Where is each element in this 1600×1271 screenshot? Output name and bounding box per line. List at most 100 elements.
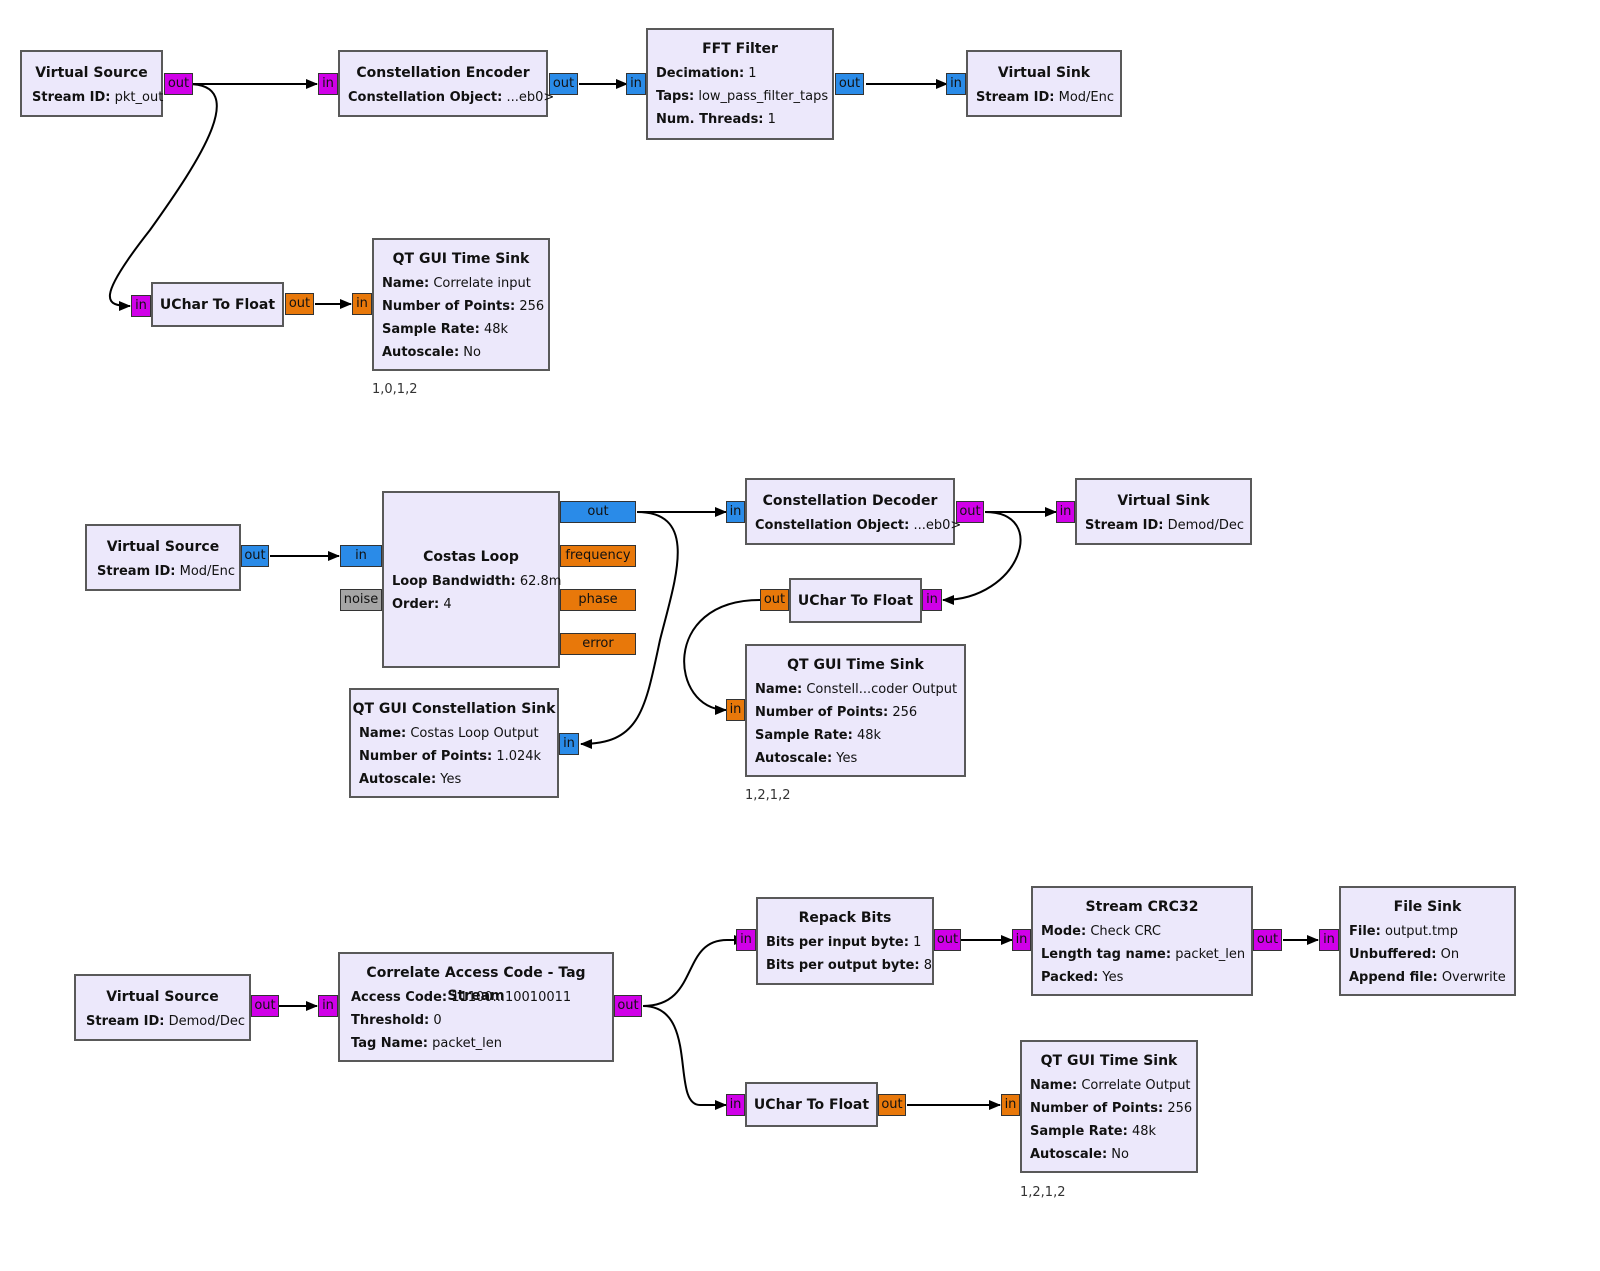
port-frequency[interactable]: frequency bbox=[560, 545, 636, 567]
wire-uchar2-qtts2[interactable] bbox=[683, 599, 761, 715]
port-out[interactable]: out bbox=[549, 73, 578, 95]
port-noise[interactable]: noise bbox=[340, 589, 382, 611]
gui-grid-position-label: 1,2,1,2 bbox=[745, 788, 791, 803]
port-in[interactable]: in bbox=[559, 733, 579, 755]
param-sample-rate: Sample Rate: 48k bbox=[1030, 1124, 1157, 1139]
param-access-code: Access Code: 11100...10010011 bbox=[351, 990, 572, 1005]
port-out[interactable]: out bbox=[164, 73, 193, 95]
param-name: Name: Correlate input bbox=[382, 276, 531, 291]
block-title: Virtual Sink bbox=[997, 65, 1091, 81]
port-in[interactable]: in bbox=[946, 73, 966, 95]
port-in[interactable]: in bbox=[726, 501, 745, 523]
port-out[interactable]: out bbox=[251, 995, 279, 1017]
block-qt-gui-time-sink-2[interactable]: QT GUI Time Sink Name: Constell...coder … bbox=[745, 644, 966, 777]
block-title: Virtual Source bbox=[35, 65, 148, 81]
wire-costas-qtcs[interactable] bbox=[580, 511, 679, 749]
port-in[interactable]: in bbox=[318, 995, 338, 1017]
port-in[interactable]: in bbox=[1001, 1094, 1020, 1116]
param-name: Name: Costas Loop Output bbox=[359, 726, 539, 741]
block-constellation-decoder[interactable]: Constellation Decoder Constellation Obje… bbox=[745, 478, 961, 545]
port-out[interactable]: out bbox=[560, 501, 636, 523]
param-threshold: Threshold: 0 bbox=[351, 1013, 442, 1028]
port-in[interactable]: in bbox=[352, 293, 372, 315]
port-out[interactable]: out bbox=[285, 293, 314, 315]
block-correlate-access-code[interactable]: Correlate Access Code - Tag Stream Acces… bbox=[338, 952, 614, 1062]
block-qt-gui-time-sink-1[interactable]: QT GUI Time Sink Name: Correlate input N… bbox=[372, 238, 550, 371]
port-out[interactable]: out bbox=[934, 929, 961, 951]
block-costas-loop[interactable]: Costas Loop Loop Bandwidth: 62.8m Order:… bbox=[382, 491, 562, 668]
block-constellation-encoder[interactable]: Constellation Encoder Constellation Obje… bbox=[338, 50, 555, 117]
block-virtual-source-demod-dec[interactable]: Virtual Source Stream ID: Demod/Dec bbox=[74, 974, 251, 1041]
param-stream-id: Stream ID: Demod/Dec bbox=[1085, 518, 1245, 533]
block-uchar-to-float-1[interactable]: UChar To Float bbox=[151, 282, 284, 327]
block-title: Constellation Decoder bbox=[762, 493, 938, 509]
block-title: QT GUI Constellation Sink bbox=[352, 701, 556, 717]
port-in[interactable]: in bbox=[626, 73, 646, 95]
port-in[interactable]: in bbox=[736, 929, 756, 951]
wire-cdec-uchar2[interactable] bbox=[942, 511, 1022, 605]
block-title: Virtual Source bbox=[106, 989, 219, 1005]
param-taps: Taps: low_pass_filter_taps bbox=[656, 89, 829, 104]
param-mode: Mode: Check CRC bbox=[1041, 924, 1162, 939]
block-title: Virtual Source bbox=[106, 539, 220, 555]
port-error[interactable]: error bbox=[560, 633, 636, 655]
param-number-of-points: Number of Points: 256 bbox=[1030, 1101, 1193, 1116]
wire-cac-repack[interactable] bbox=[642, 935, 746, 1007]
block-title: Virtual Sink bbox=[1117, 493, 1210, 509]
param-stream-id: Stream ID: Mod/Enc bbox=[976, 90, 1115, 105]
param-constellation-object: Constellation Object: ...eb0> bbox=[348, 90, 555, 105]
block-stream-crc32[interactable]: Stream CRC32 Mode: Check CRC Length tag … bbox=[1031, 886, 1253, 996]
block-virtual-sink-mod-enc[interactable]: Virtual Sink Stream ID: Mod/Enc bbox=[966, 50, 1122, 117]
port-in[interactable]: in bbox=[726, 699, 745, 721]
port-in[interactable]: in bbox=[318, 73, 338, 95]
block-virtual-source-pkt-out[interactable]: Virtual Source Stream ID: pkt_out bbox=[20, 50, 163, 117]
block-title: File Sink bbox=[1393, 899, 1462, 915]
block-file-sink[interactable]: File Sink File: output.tmp Unbuffered: O… bbox=[1339, 886, 1516, 996]
block-virtual-source-mod-enc[interactable]: Virtual Source Stream ID: Mod/Enc bbox=[85, 524, 241, 591]
param-unbuffered: Unbuffered: On bbox=[1349, 947, 1460, 962]
param-bits-per-input-byte: Bits per input byte: 1 bbox=[766, 935, 922, 950]
block-title: FFT Filter bbox=[702, 41, 778, 57]
param-autoscale: Autoscale: Yes bbox=[359, 772, 462, 787]
param-length-tag-name: Length tag name: packet_len bbox=[1041, 947, 1246, 962]
wire-cac-uchar3[interactable] bbox=[642, 1005, 727, 1110]
block-qt-gui-time-sink-3[interactable]: QT GUI Time Sink Name: Correlate Output … bbox=[1020, 1040, 1198, 1173]
block-virtual-sink-demod-dec[interactable]: Virtual Sink Stream ID: Demod/Dec bbox=[1075, 478, 1252, 545]
port-in[interactable]: in bbox=[131, 295, 151, 317]
port-out[interactable]: out bbox=[241, 545, 269, 567]
port-out[interactable]: out bbox=[1253, 929, 1282, 951]
wire-vsrc1-uchar1[interactable] bbox=[109, 83, 218, 311]
param-autoscale: Autoscale: Yes bbox=[755, 751, 858, 766]
port-in[interactable]: in bbox=[1056, 501, 1075, 523]
block-title: Repack Bits bbox=[798, 910, 892, 926]
block-title: Constellation Encoder bbox=[356, 65, 530, 81]
block-uchar-to-float-3[interactable]: UChar To Float bbox=[745, 1082, 878, 1127]
port-out[interactable]: out bbox=[760, 589, 789, 611]
param-append-file: Append file: Overwrite bbox=[1349, 970, 1506, 985]
port-out[interactable]: out bbox=[956, 501, 984, 523]
port-in[interactable]: in bbox=[1012, 929, 1031, 951]
block-qt-gui-constellation-sink[interactable]: QT GUI Constellation Sink Name: Costas L… bbox=[349, 688, 559, 798]
param-num-threads: Num. Threads: 1 bbox=[656, 112, 776, 127]
block-uchar-to-float-2[interactable]: UChar To Float bbox=[789, 578, 922, 623]
port-in[interactable]: in bbox=[726, 1094, 745, 1116]
port-in[interactable]: in bbox=[1319, 929, 1339, 951]
param-file: File: output.tmp bbox=[1349, 924, 1458, 939]
block-repack-bits[interactable]: Repack Bits Bits per input byte: 1 Bits … bbox=[756, 897, 934, 985]
gui-grid-position-label: 1,2,1,2 bbox=[1020, 1185, 1066, 1200]
block-title: UChar To Float bbox=[753, 1097, 870, 1113]
port-in[interactable]: in bbox=[922, 589, 942, 611]
param-sample-rate: Sample Rate: 48k bbox=[755, 728, 882, 743]
port-out[interactable]: out bbox=[614, 995, 642, 1017]
block-title: Correlate Access Code - Tag Stream bbox=[366, 965, 586, 1004]
block-title: QT GUI Time Sink bbox=[787, 657, 924, 673]
port-phase[interactable]: phase bbox=[560, 589, 636, 611]
port-out[interactable]: out bbox=[878, 1094, 906, 1116]
port-out[interactable]: out bbox=[835, 73, 864, 95]
param-loop-bandwidth: Loop Bandwidth: 62.8m bbox=[392, 574, 562, 589]
port-in[interactable]: in bbox=[340, 545, 382, 567]
block-fft-filter[interactable]: FFT Filter Decimation: 1 Taps: low_pass_… bbox=[646, 28, 834, 140]
block-title: UChar To Float bbox=[797, 593, 914, 609]
